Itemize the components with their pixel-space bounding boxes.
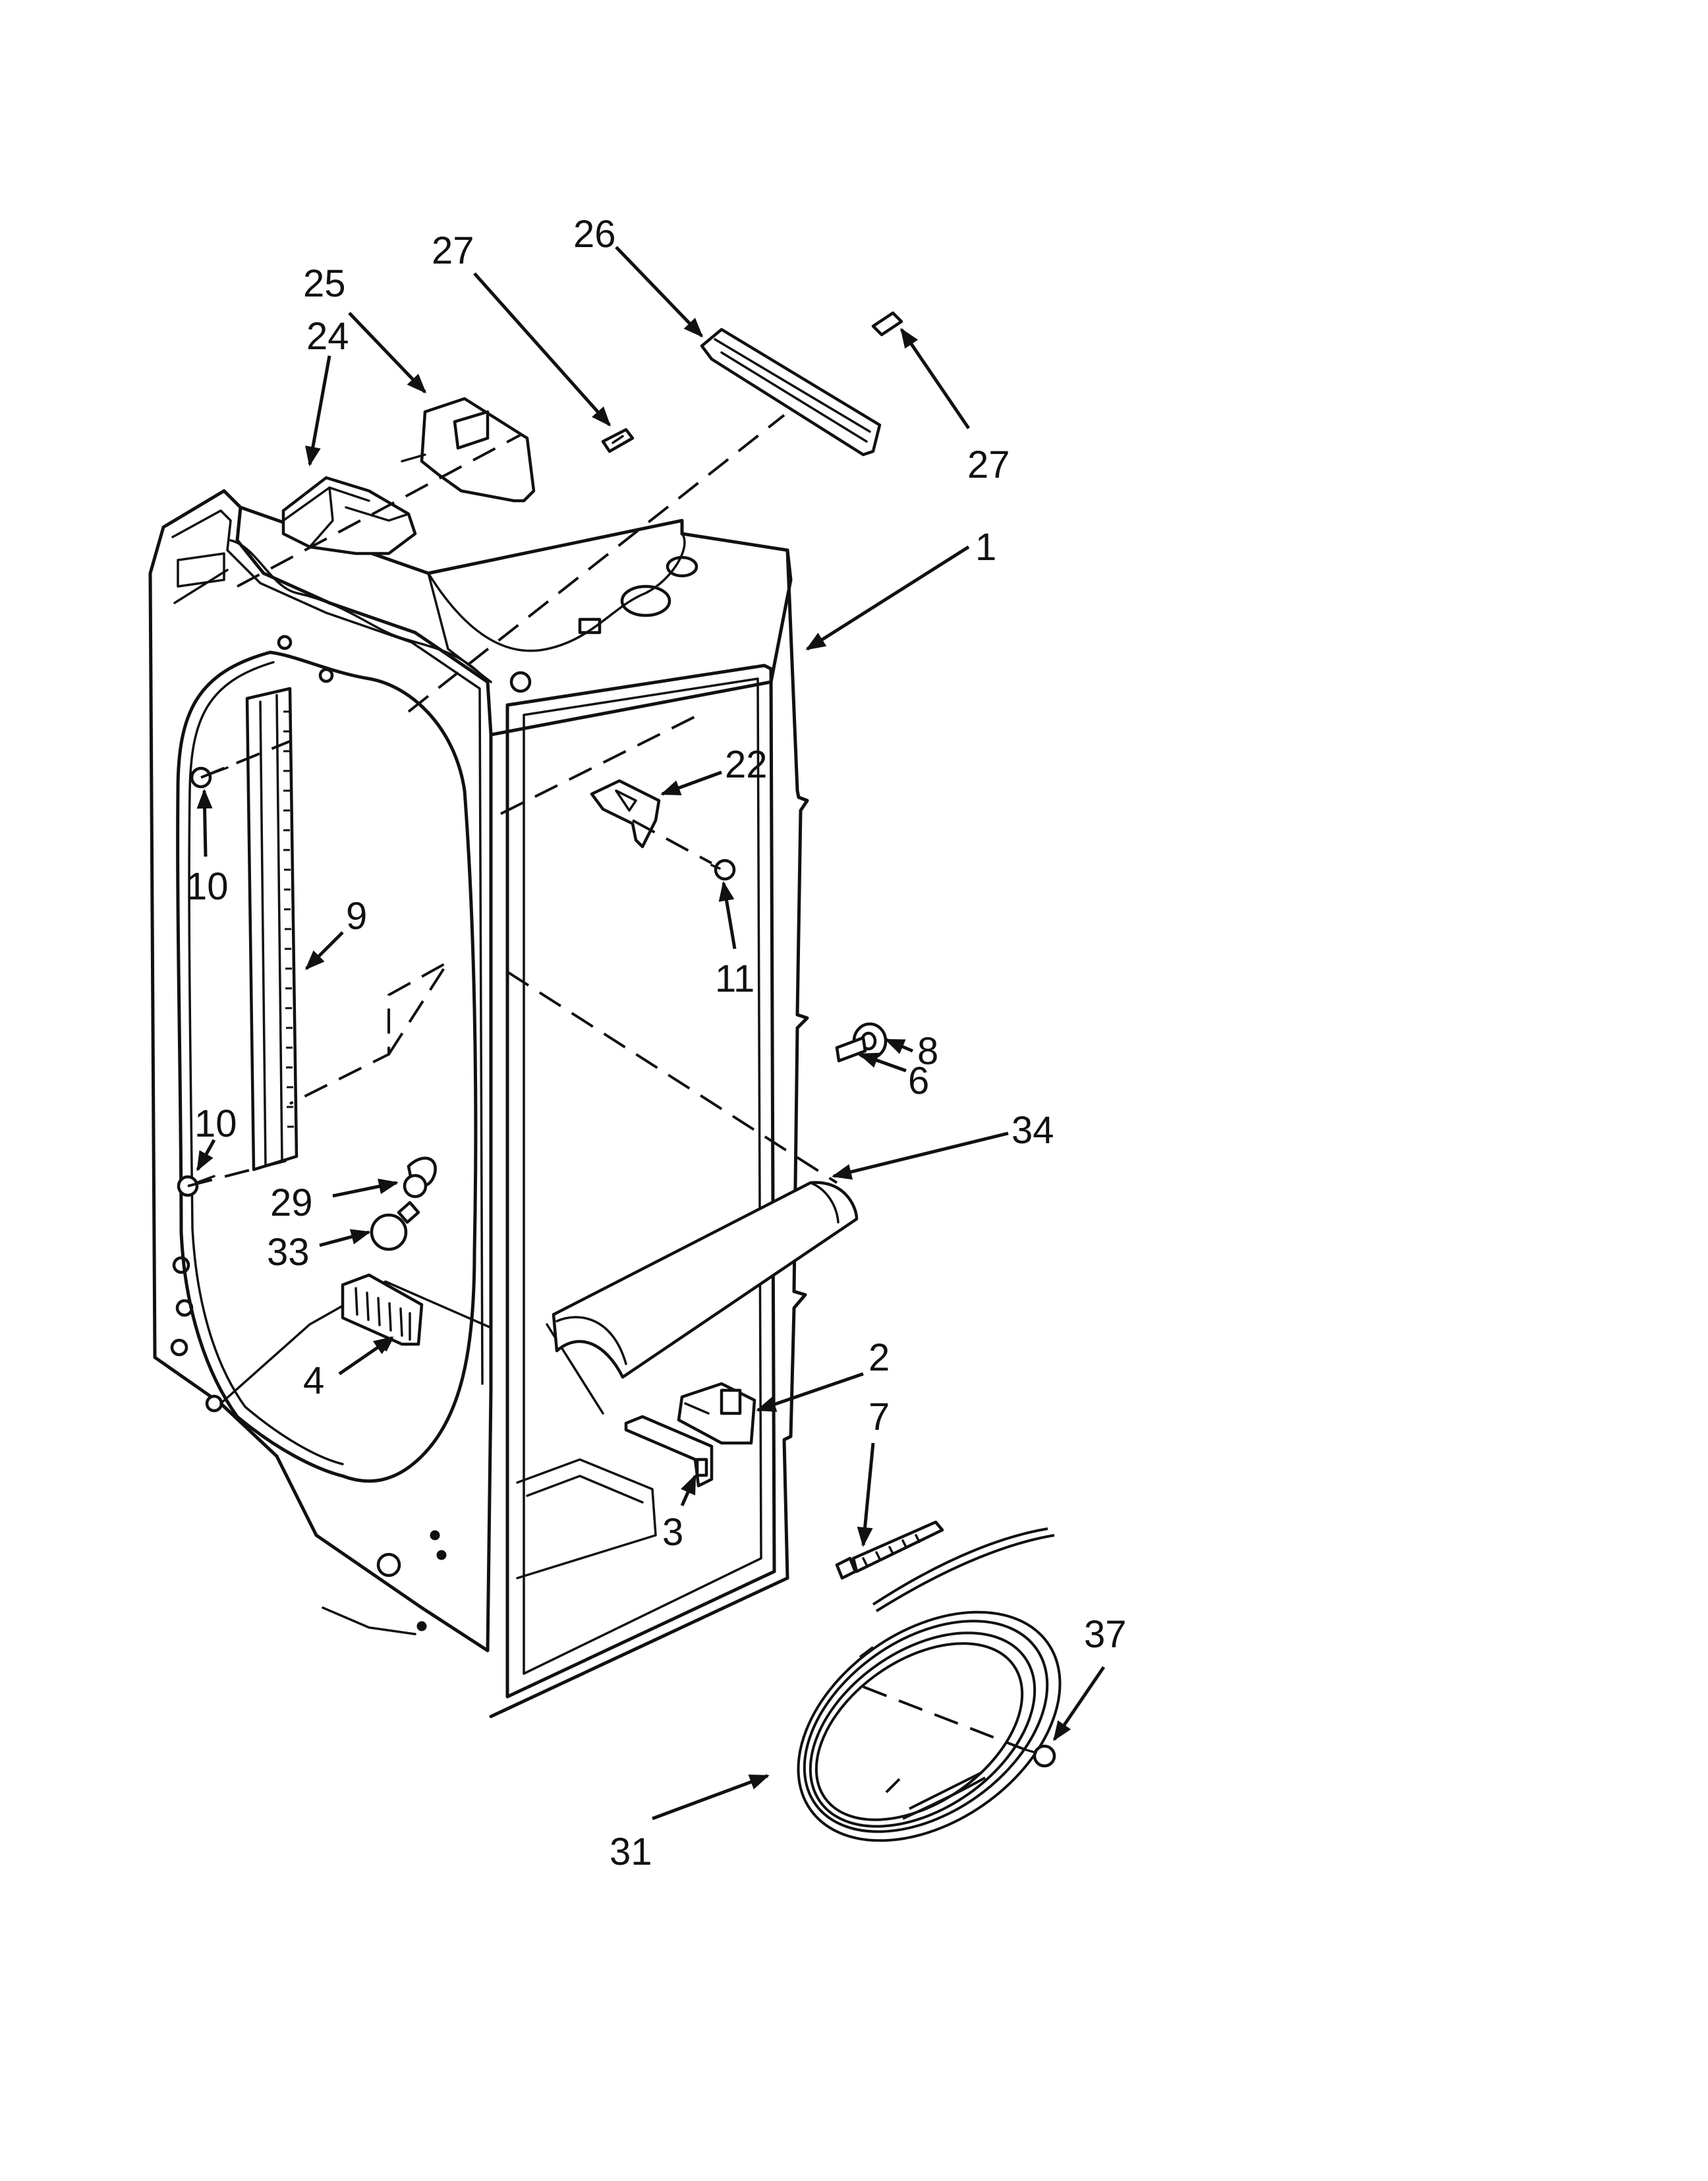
light-bulb [370,1201,420,1251]
assembly-lines [187,414,1025,1751]
bracket-22 [590,779,661,849]
callout-34: 34 [1011,1109,1054,1152]
screw-10-lower [177,1175,215,1197]
callout-8: 8 [917,1030,938,1073]
callout-3: 3 [662,1511,683,1554]
callout-10-upper: 10 [186,865,229,908]
callout-11: 11 [715,957,754,1000]
screw-37 [1023,1744,1056,1768]
bracket-2 [677,1382,756,1445]
callout-10-lower: 10 [194,1102,237,1145]
control-housing [281,476,417,555]
screw-27-right [871,311,903,337]
callout-31: 31 [610,1830,652,1873]
screw-27-left [601,428,635,453]
screw-11 [710,859,736,881]
callout-1: 1 [975,526,996,569]
callout-24: 24 [306,315,349,358]
bracket-3 [624,1415,714,1488]
callout-26: 26 [573,213,616,256]
callout-22: 22 [725,743,768,786]
light-socket [403,1156,437,1199]
shelf-ladder-rail [245,687,299,1172]
divider-cover [552,1181,859,1379]
callout-29: 29 [270,1181,313,1224]
callout-27-left: 27 [432,229,474,272]
callout-labels: 1 2 3 4 6 7 8 9 10 10 11 22 24 25 26 27 … [186,213,1127,1873]
callout-25: 25 [303,262,346,305]
water-tube-coil [797,1527,1062,1842]
callout-leaders [196,246,1106,1821]
callout-2: 2 [868,1336,890,1379]
callout-9: 9 [346,895,367,938]
cabinet-liner [148,489,809,1718]
air-grille [341,1273,424,1346]
callout-37: 37 [1084,1613,1127,1656]
callout-33: 33 [267,1231,310,1274]
screw-10-upper [190,766,229,789]
top-channel [700,327,882,457]
callout-4: 4 [303,1359,324,1402]
callout-7: 7 [868,1396,890,1438]
cable-tie [835,1520,944,1580]
callout-27-right: 27 [967,443,1010,486]
control-bracket [401,397,536,503]
callout-6: 6 [908,1060,929,1102]
